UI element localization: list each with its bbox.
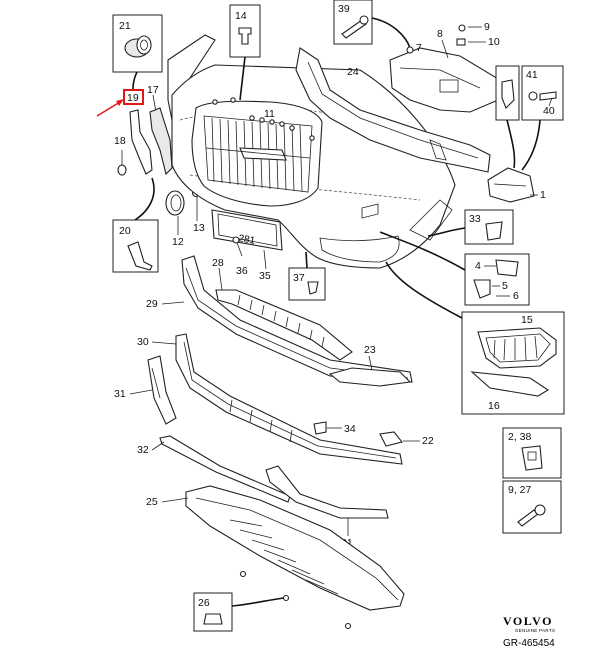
callout-20: 20 — [119, 225, 131, 237]
part-box-33[interactable]: 33 — [464, 209, 514, 245]
part-box-14[interactable]: 14 — [229, 4, 261, 58]
part-grille-11[interactable] — [191, 100, 323, 207]
callout-23: 23 — [364, 344, 376, 356]
part-box-side-bracket[interactable] — [495, 65, 520, 121]
part-side-mount-1[interactable] — [487, 167, 535, 203]
callout-41: 41 — [526, 69, 538, 81]
part-trim-23[interactable] — [328, 367, 412, 387]
callout-32: 32 — [137, 444, 149, 456]
callout-29: 29 — [146, 298, 158, 310]
callout-30: 30 — [137, 336, 149, 348]
callout-4: 4 — [475, 260, 481, 272]
callout-7: 7 — [416, 42, 422, 54]
brand-logo: VOLVO GENUINE PARTS — [503, 614, 555, 633]
leader-4 — [379, 231, 466, 271]
callout-15: 15 — [521, 314, 533, 326]
callout-12: 12 — [172, 236, 184, 248]
callout-14: 14 — [235, 10, 247, 22]
part-box-41-40[interactable]: 41 40 — [521, 65, 564, 121]
leader-26 — [231, 597, 285, 607]
callout-31-a: 31 — [114, 388, 126, 400]
callout-33: 33 — [469, 213, 481, 225]
brand-subtitle: GENUINE PARTS — [515, 628, 555, 633]
callout-37: 37 — [293, 272, 305, 284]
callout-11: 11 — [264, 108, 275, 120]
diagram-reference: GR-465454 — [503, 638, 555, 649]
callout-8: 8 — [437, 28, 443, 40]
highlight-box-19[interactable] — [123, 89, 144, 105]
part-strip-32[interactable] — [159, 435, 291, 503]
callout-13: 13 — [193, 222, 205, 234]
callout-40: 40 — [543, 105, 555, 117]
part-9-nut[interactable] — [458, 24, 466, 32]
leader-33 — [427, 227, 466, 237]
callout-17: 17 — [147, 84, 159, 96]
leader-20 — [134, 177, 155, 221]
part-box-2-38[interactable]: 2, 38 — [502, 427, 562, 479]
highlight-arrow — [96, 99, 124, 117]
callout-34: 34 — [344, 423, 356, 435]
part-emblem-12[interactable] — [165, 190, 185, 216]
part-under-tray-25[interactable] — [185, 485, 405, 630]
leader-39 — [371, 17, 411, 49]
part-box-15-16[interactable]: 15 16 — [461, 311, 565, 415]
part-bracket-7[interactable] — [389, 46, 501, 113]
part-box-39[interactable]: 39 — [333, 0, 373, 45]
callout-39: 39 — [338, 3, 350, 15]
part-lower-trim-31b[interactable] — [265, 465, 389, 519]
leader-15 — [385, 261, 463, 319]
part-box-26[interactable]: 26 — [193, 592, 233, 632]
part-clip-34[interactable] — [313, 421, 327, 435]
callout-18: 18 — [114, 135, 126, 147]
part-plate-holder-35[interactable]: 281 — [211, 209, 283, 251]
callout-10: 10 — [488, 36, 500, 48]
part-box-20[interactable]: 20 — [112, 219, 159, 273]
callout-28: 28 — [212, 257, 224, 269]
callout-9: 9 — [484, 21, 490, 33]
callout-25: 25 — [146, 496, 158, 508]
brand-name: VOLVO — [503, 614, 553, 628]
callout-19: 19 — [127, 92, 139, 104]
leader-37 — [305, 251, 308, 269]
part-sensor-22[interactable] — [379, 431, 403, 447]
leader-41 — [521, 119, 541, 171]
part-lower-grille-28[interactable] — [215, 289, 353, 361]
callout-5: 5 — [502, 280, 508, 292]
part-box-21[interactable]: 21 — [112, 14, 163, 73]
part-side-trim-31a[interactable] — [147, 355, 177, 425]
callout-35: 35 — [259, 270, 271, 282]
plate-text: 281 — [237, 233, 256, 247]
grille-clips — [212, 97, 315, 141]
part-screw-36[interactable] — [232, 236, 243, 257]
callout-2-38: 2, 38 — [508, 431, 532, 443]
leader-side-bracket — [506, 119, 516, 169]
callout-24: 24 — [347, 66, 359, 78]
callout-9-27: 9, 27 — [508, 484, 532, 496]
part-10-clip[interactable] — [456, 38, 466, 46]
part-lower-bumper-30[interactable] — [175, 333, 403, 465]
callout-16: 16 — [488, 400, 500, 412]
part-box-37[interactable]: 37 — [288, 267, 326, 301]
part-box-4-5-6[interactable]: 4 5 6 — [464, 253, 530, 306]
callout-1: 1 — [540, 189, 546, 201]
part-beam-24[interactable] — [295, 47, 491, 173]
callout-22: 22 — [422, 435, 434, 447]
callout-6: 6 — [513, 290, 519, 302]
part-box-9-27[interactable]: 9, 27 — [502, 480, 562, 534]
leader-14 — [239, 56, 246, 101]
callout-26: 26 — [198, 597, 210, 609]
callout-21: 21 — [119, 20, 131, 32]
callout-36: 36 — [236, 265, 248, 277]
